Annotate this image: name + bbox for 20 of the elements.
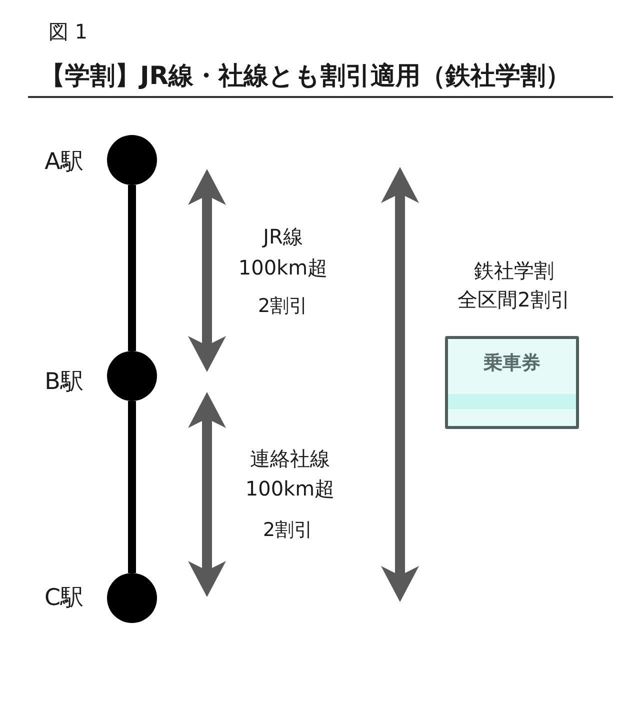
span-label: 鉄社学割	[474, 260, 554, 282]
track-line	[128, 401, 136, 573]
span-label: 100km超	[245, 478, 335, 500]
station-name: C駅	[44, 584, 84, 612]
station-name: B駅	[44, 368, 84, 396]
span-label: JR線	[263, 226, 303, 248]
station-name: A駅	[44, 148, 84, 176]
span-label: 連絡社線	[250, 448, 330, 470]
station-dot	[107, 573, 157, 623]
span-label: 100km超	[238, 256, 328, 280]
station-dot	[107, 351, 157, 401]
station-dot	[107, 135, 157, 185]
figure-number: 図 1	[48, 20, 88, 44]
span-label: 2割引	[258, 296, 308, 318]
ticket-card	[445, 336, 579, 429]
ticket-title: 乗車券	[484, 353, 540, 375]
track-line	[128, 185, 136, 351]
title: 【学割】JR線・社線とも割引適用（鉄社学割）	[40, 62, 571, 91]
span-label: 2割引	[262, 520, 314, 542]
span-label: 全区間2割引	[458, 288, 570, 312]
